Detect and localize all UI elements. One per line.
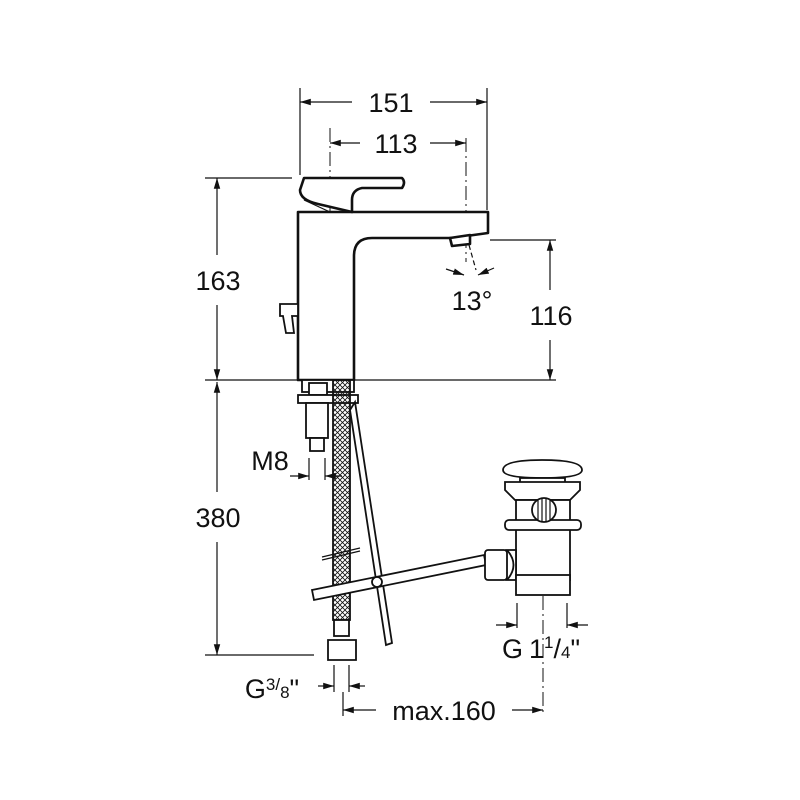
dim-spout-height: 116 bbox=[529, 301, 572, 331]
dim-spout-angle: 13° bbox=[452, 286, 493, 316]
dim-spout-reach: 113 bbox=[374, 129, 417, 159]
dimension-labels: 151 113 163 116 13° 380 M8 G3/8" max.160… bbox=[195, 88, 580, 726]
dim-stud-thread: M8 bbox=[251, 446, 289, 476]
lever-handle bbox=[298, 176, 406, 214]
dim-width-total: 151 bbox=[368, 88, 413, 118]
threaded-stud bbox=[308, 382, 328, 396]
pop-up-knob bbox=[279, 303, 299, 334]
aerator bbox=[448, 233, 472, 248]
dim-waste-distance: max.160 bbox=[392, 696, 496, 726]
flexible-hose bbox=[321, 379, 361, 661]
waste-valve bbox=[484, 459, 583, 596]
dim-hose-length: 380 bbox=[195, 503, 240, 533]
dim-height-total: 163 bbox=[195, 266, 240, 296]
dim-hose-connection: G3/8" bbox=[245, 674, 299, 704]
